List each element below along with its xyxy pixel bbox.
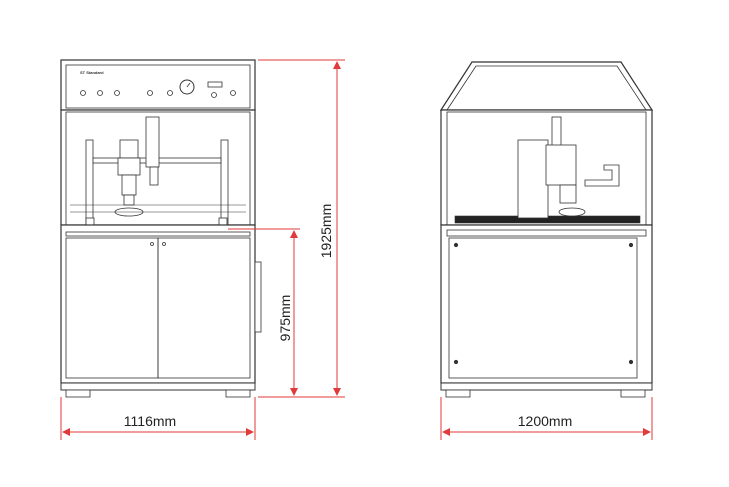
side-handle: [254, 261, 262, 333]
front-view: ST Standard: [60, 59, 262, 398]
bolt-icon: [628, 242, 634, 248]
knob-icon: [147, 90, 153, 96]
leveling-foot: [620, 389, 646, 398]
front-width-label: 1116mm: [124, 413, 176, 429]
display-window: [207, 81, 223, 88]
spindle-column: [145, 116, 160, 168]
front-control-panel: [60, 59, 256, 111]
switch-icon: [211, 92, 217, 98]
leveling-foot: [65, 389, 91, 398]
side-width-label: 1200mm: [518, 413, 572, 429]
knob-icon: [114, 90, 120, 96]
leveling-foot: [445, 389, 471, 398]
side-polishing-head: [558, 207, 586, 217]
side-column: [517, 139, 549, 219]
leveling-foot: [225, 389, 251, 398]
side-dimensions: [440, 397, 653, 440]
door-lock-icon: [162, 242, 166, 246]
bolt-icon: [453, 242, 459, 248]
knob-icon: [97, 90, 103, 96]
bolt-icon: [453, 359, 459, 365]
door-lock-icon: [150, 242, 154, 246]
side-cabinet: [440, 224, 653, 384]
switch-icon: [230, 90, 236, 96]
front-dimensions: [60, 59, 345, 440]
side-view: [439, 61, 654, 398]
overall-height-label: 1925mm: [318, 204, 334, 258]
bolt-icon: [628, 359, 634, 365]
cabinet-height-label: 975mm: [277, 295, 293, 342]
cabinet-door-right: [157, 237, 251, 379]
knob-icon: [80, 90, 86, 96]
side-panel: [448, 237, 638, 379]
side-hood: [439, 61, 654, 111]
knob-icon: [167, 90, 173, 96]
panel-brand: ST Standard: [80, 70, 104, 75]
